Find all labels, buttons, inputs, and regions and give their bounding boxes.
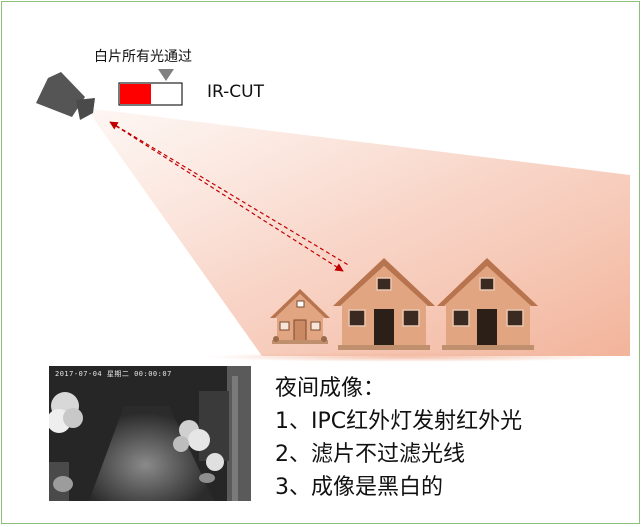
ir-rays [109,121,351,272]
filter-pointer-triangle [158,69,174,81]
ircut-label: IR-CUT [207,82,264,102]
ir-ray-outgoing [109,121,351,267]
night-imaging-heading: 夜间成像： [275,376,386,401]
night-ir-photo: 2017-07-04 星期二 00:00:07 [49,366,251,501]
ircut-filter-switch [118,69,183,106]
night-imaging-step-2: 2、滤片不过滤光线 [275,442,465,467]
camera-icon [36,72,95,120]
house-medium [333,258,435,350]
ground-glow [205,352,615,362]
house-large [437,258,538,350]
house-small [270,289,330,344]
photo-timestamp: 2017-07-04 星期二 00:00:07 [55,370,172,378]
filter-red-segment [120,84,151,104]
night-photo-scene [49,366,251,501]
night-imaging-step-1: 1、IPC红外灯发射红外光 [275,409,523,434]
filter-status-label: 白片所有光通过 [94,49,192,65]
ir-ray-return [115,125,344,272]
night-imaging-text: 夜间成像： 1、IPC红外灯发射红外光 2、滤片不过滤光线 3、成像是黑白的 [275,372,522,504]
night-imaging-step-3: 3、成像是黑白的 [275,475,443,500]
